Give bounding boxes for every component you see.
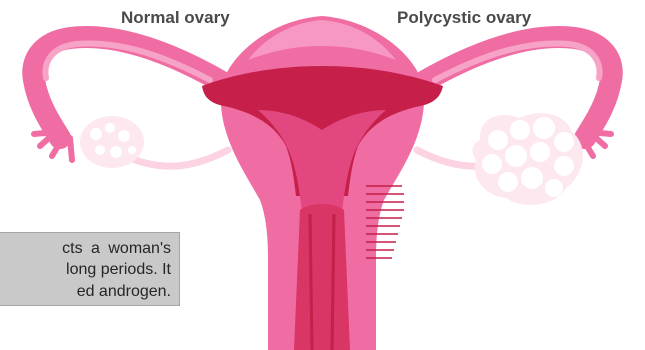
caption-line-2: long periods. It [66, 261, 171, 279]
caption-box: cts a woman's long periods. It ed androg… [0, 232, 180, 306]
caption-line-3: ed androgen. [77, 283, 171, 301]
uterus [202, 16, 443, 350]
left-ovarian-ligament [130, 150, 228, 166]
normal-ovary [80, 116, 144, 168]
cervix [294, 204, 350, 350]
polycystic-ovary [473, 113, 583, 205]
caption-line-1: cts a woman's [62, 240, 171, 258]
